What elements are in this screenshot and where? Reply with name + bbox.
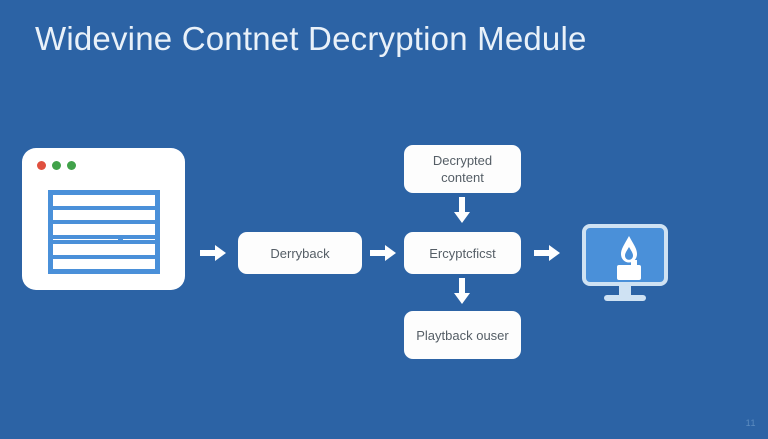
flow-box-encryption-label: Ercyptcficst xyxy=(429,245,496,261)
document-row-split xyxy=(53,238,155,240)
arrow-right-icon xyxy=(200,245,226,261)
document-row xyxy=(53,195,155,206)
candle-icon xyxy=(617,236,641,280)
arrow-right-icon xyxy=(370,245,396,261)
document-table-graphic xyxy=(48,190,160,274)
flow-box-playback[interactable]: Playtback ouser xyxy=(404,311,521,359)
document-row xyxy=(53,258,155,269)
document-row xyxy=(53,224,155,235)
document-row xyxy=(53,209,155,220)
flow-box-decrypted-content[interactable]: Decrypted content xyxy=(404,145,521,193)
browser-document-illustration xyxy=(22,148,185,290)
flow-box-encryption[interactable]: Ercyptcficst xyxy=(404,232,521,274)
monitor-stand-neck xyxy=(619,286,631,295)
monitor-stand-base xyxy=(604,295,646,301)
document-cell xyxy=(122,238,155,240)
monitor-illustration xyxy=(582,224,668,301)
arrow-down-icon xyxy=(454,197,470,223)
page-number: 11 xyxy=(745,418,756,428)
window-dot-green-icon xyxy=(52,161,61,170)
flow-box-decrypted-content-label: Decrypted content xyxy=(432,153,493,185)
window-dot-green-2-icon xyxy=(67,161,76,170)
window-dot-red-icon xyxy=(37,161,46,170)
flow-box-derryback[interactable]: Derryback xyxy=(238,232,362,274)
flow-box-derryback-label: Derryback xyxy=(270,245,330,261)
arrow-right-icon xyxy=(534,245,560,261)
monitor-screen xyxy=(582,224,668,286)
page-title: Widevine Contnet Decryption Medule xyxy=(35,20,587,57)
flow-box-playback-label: Playtback ouser xyxy=(416,327,509,343)
document-row xyxy=(53,244,155,255)
arrow-down-icon xyxy=(454,278,470,304)
document-cell xyxy=(53,238,118,240)
